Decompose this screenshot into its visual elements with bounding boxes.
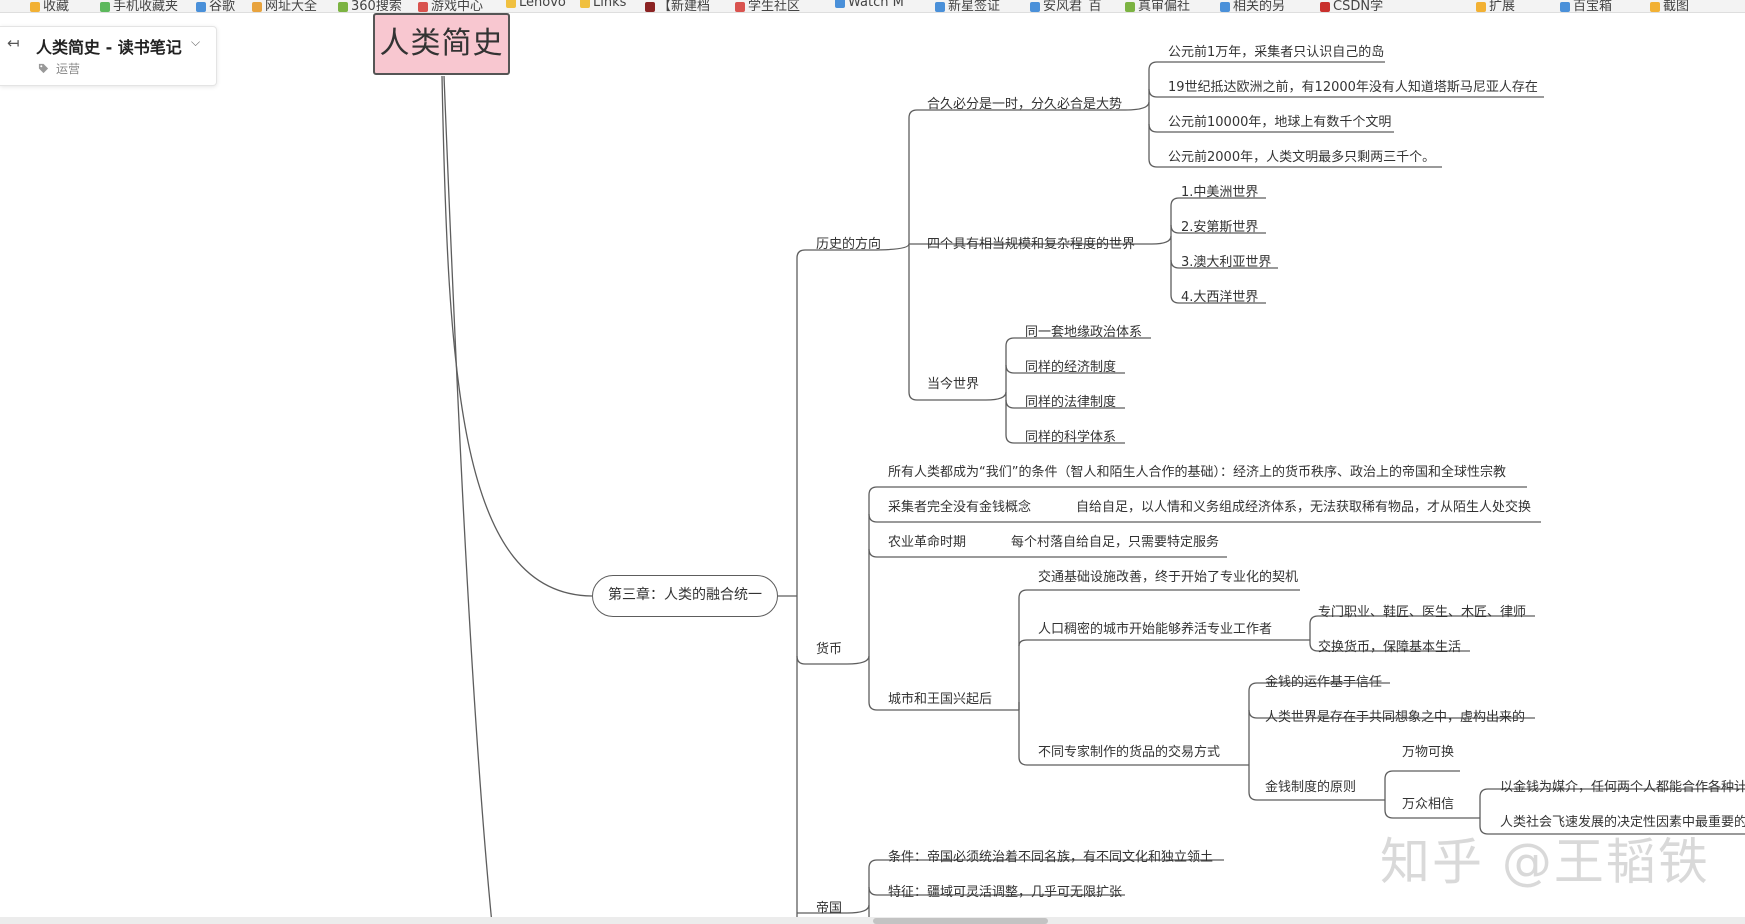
node-trend-item[interactable]: 公元前10000年，地球上有数千个文明 xyxy=(1168,115,1392,130)
node-world-item[interactable]: 2.安第斯世界 xyxy=(1181,220,1259,235)
document-title[interactable]: 人类简史 - 读书笔记 xyxy=(36,38,182,57)
scissors-icon xyxy=(1650,1,1660,12)
node-four-worlds[interactable]: 四个具有相当规模和复杂程度的世界 xyxy=(927,237,1136,252)
bookmark-item[interactable]: 收藏 xyxy=(30,0,69,12)
site-icon xyxy=(1125,1,1135,12)
bookmark-item[interactable]: 学生社区 xyxy=(735,0,800,12)
folder-icon xyxy=(580,0,590,8)
csdn-icon xyxy=(1320,1,1330,12)
node-transport[interactable]: 交通基础设施改善，终于开始了专业化的契机 xyxy=(1038,570,1299,585)
node-city-rise[interactable]: 城市和王国兴起后 xyxy=(888,692,993,707)
google-icon xyxy=(196,1,206,12)
node-belief-item[interactable]: 以金钱为媒介，任何两个人都能合作各种计 xyxy=(1500,780,1745,795)
site-icon xyxy=(1030,1,1040,12)
node-world-item[interactable]: 1.中美洲世界 xyxy=(1181,185,1259,200)
star-icon xyxy=(30,1,40,12)
node-world-item[interactable]: 3.澳大利亚世界 xyxy=(1181,255,1272,270)
chevron-down-icon[interactable]: ⌵ xyxy=(191,35,201,49)
folder-icon xyxy=(100,1,110,12)
node-unification-trend[interactable]: 合久必分是一时，分久必合是大势 xyxy=(927,97,1123,112)
game-icon xyxy=(418,1,428,12)
node-empire-condition[interactable]: 条件：帝国必须统治着不同名族，有不同文化和独立领土 xyxy=(888,850,1214,865)
node-dense-item[interactable]: 专门职业、鞋匠、医生、木匠、律师 xyxy=(1318,605,1527,620)
bookmark-item[interactable]: 扩展 xyxy=(1476,0,1515,12)
node-world-item[interactable]: 4.大西洋世界 xyxy=(1181,290,1259,305)
node-trend-item[interactable]: 19世纪抵达欧洲之前，有12000年没有人知道塔斯马尼亚人存在 xyxy=(1168,80,1538,95)
node-dense-item[interactable]: 交换货币，保障基本生活 xyxy=(1318,640,1462,655)
bookmark-item[interactable]: 安风君_百 xyxy=(1030,0,1102,12)
site-icon xyxy=(735,1,745,12)
site-icon xyxy=(645,1,655,12)
node-trend-item[interactable]: 公元前2000年，人类文明最多只剩两三千个。 xyxy=(1168,150,1436,165)
node-today-item[interactable]: 同样的法律制度 xyxy=(1025,395,1117,410)
tag-icon xyxy=(38,63,49,74)
node-forager[interactable]: 采集者完全没有金钱概念 xyxy=(888,500,1032,515)
node-imagined[interactable]: 人类世界是存在于共同想象之中，虚构出来的 xyxy=(1265,710,1526,725)
document-tag[interactable]: 运营 xyxy=(56,62,81,76)
node-belief-item[interactable]: 人类社会飞速发展的决定性因素中最重要的 xyxy=(1500,815,1745,830)
horizontal-scrollbar[interactable] xyxy=(0,917,1745,924)
bookmark-item[interactable]: 游戏中心 xyxy=(418,0,483,12)
bookmarks-bar: 收藏 手机收藏夹 谷歌 网址大全 360搜索 游戏中心 Lenovo Links… xyxy=(0,0,1745,13)
bookmark-item[interactable]: 相关的另 xyxy=(1220,0,1285,12)
node-trade-method[interactable]: 不同专家制作的货品的交易方式 xyxy=(1038,745,1221,760)
node-today-world[interactable]: 当今世界 xyxy=(927,377,980,392)
extension-icon xyxy=(1476,1,1486,12)
bookmark-item[interactable]: CSDN学 xyxy=(1320,0,1383,12)
bookmark-item[interactable]: Links xyxy=(580,0,626,10)
chapter-node[interactable]: 第三章：人类的融合统一 xyxy=(592,575,778,617)
branch-currency[interactable]: 货币 xyxy=(816,642,843,657)
document-title-card: ↤ 人类简史 - 读书笔记 ⌵ 运营 xyxy=(0,26,217,86)
bookmark-item[interactable]: 截图 xyxy=(1650,0,1689,12)
node-agri-note[interactable]: 每个村落自给自足，只需要特定服务 xyxy=(1011,535,1220,550)
bookmark-item[interactable]: 网址大全 xyxy=(252,0,317,12)
node-we-condition[interactable]: 所有人类都成为“我们”的条件（智人和陌生人合作的基础）：经济上的货币秩序、政治上… xyxy=(888,465,1506,480)
node-dense-city[interactable]: 人口稠密的城市开始能够养活专业工作者 xyxy=(1038,622,1273,637)
mindmap-root-node[interactable]: 人类简史 xyxy=(373,13,510,75)
node-money-principle[interactable]: 金钱制度的原则 xyxy=(1265,780,1357,795)
bookmark-item[interactable]: 手机收藏夹 xyxy=(100,0,178,12)
bookmark-item[interactable]: Watch M xyxy=(835,0,904,10)
site-icon xyxy=(1220,1,1230,12)
node-trend-item[interactable]: 公元前1万年，采集者只认识自己的岛 xyxy=(1168,45,1385,60)
branch-empire[interactable]: 帝国 xyxy=(816,901,843,916)
bookmark-item[interactable]: 谷歌 xyxy=(196,0,235,12)
node-all-exchangeable[interactable]: 万物可换 xyxy=(1402,745,1455,760)
node-all-believe[interactable]: 万众相信 xyxy=(1402,797,1455,812)
bookmark-item[interactable]: Lenovo xyxy=(506,0,566,10)
node-today-item[interactable]: 同样的科学体系 xyxy=(1025,430,1117,445)
scrollbar-thumb[interactable] xyxy=(873,918,1048,924)
bookmark-item[interactable]: 360搜索 xyxy=(338,0,402,12)
bookmark-item[interactable]: 百宝箱 xyxy=(1560,0,1612,12)
site-icon xyxy=(935,1,945,12)
zhihu-watermark: 知乎 @王韬铁 xyxy=(1380,833,1710,891)
site-icon xyxy=(835,0,845,8)
node-trust[interactable]: 金钱的运作基于信任 xyxy=(1265,675,1383,690)
folder-icon xyxy=(506,0,516,8)
branch-history-direction[interactable]: 历史的方向 xyxy=(816,237,882,252)
bookmark-item[interactable]: 真审偏社 xyxy=(1125,0,1190,12)
back-icon[interactable]: ↤ xyxy=(7,34,20,52)
node-empire-feature[interactable]: 特征：疆域可灵活调整，几乎可无限扩张 xyxy=(888,885,1123,900)
node-today-item[interactable]: 同一套地缘政治体系 xyxy=(1025,325,1143,340)
toolbox-icon xyxy=(1560,1,1570,12)
node-today-item[interactable]: 同样的经济制度 xyxy=(1025,360,1117,375)
site-icon xyxy=(252,1,262,12)
bookmark-item[interactable]: 新星签证 xyxy=(935,0,1000,12)
node-agri-revolution[interactable]: 农业革命时期 xyxy=(888,535,967,550)
bookmark-item[interactable]: 【新建档 xyxy=(645,0,710,12)
search-icon xyxy=(338,1,348,12)
node-forager-note[interactable]: 自给自足，以人情和义务组成经济体系，无法获取稀有物品，才从陌生人处交换 xyxy=(1076,500,1532,515)
